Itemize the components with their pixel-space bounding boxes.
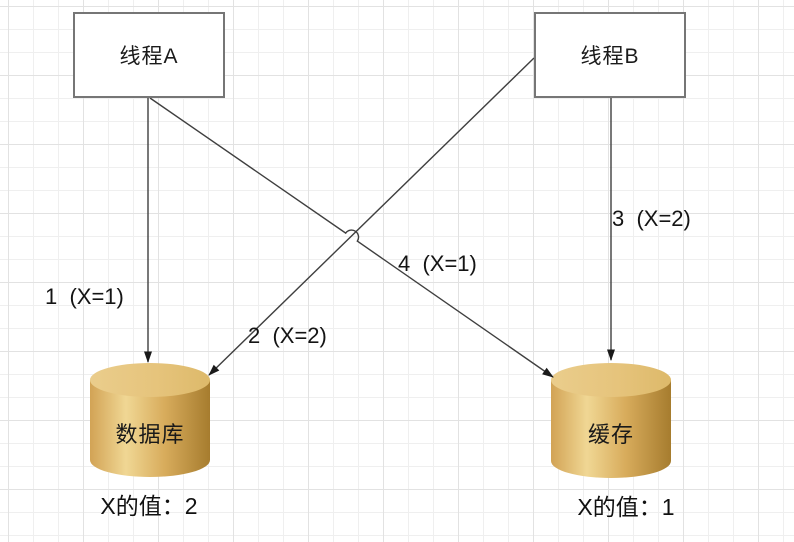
database-cylinder — [90, 363, 210, 477]
edge-1-label: 1 (X=1) — [45, 284, 124, 309]
edge-4-arrow — [149, 97, 554, 378]
edge-4-label: 4 (X=1) — [398, 251, 477, 276]
node-thread-a-label: 线程A — [119, 45, 179, 68]
edge-2-label: 2 (X=2) — [248, 323, 327, 348]
edge-3-label: 3 (X=2) — [612, 206, 691, 231]
node-thread-b: 线程B — [534, 12, 686, 98]
node-thread-a: 线程A — [73, 12, 225, 98]
database-label: 数据库 — [115, 422, 185, 447]
cache-value-label: X的值：1 — [577, 494, 675, 520]
cache-label: 缓存 — [587, 422, 635, 447]
database-value-label: X的值：2 — [100, 493, 198, 519]
edge-2-arrow — [208, 57, 535, 376]
node-thread-b-label: 线程B — [580, 45, 640, 68]
cache-cylinder — [551, 363, 671, 478]
